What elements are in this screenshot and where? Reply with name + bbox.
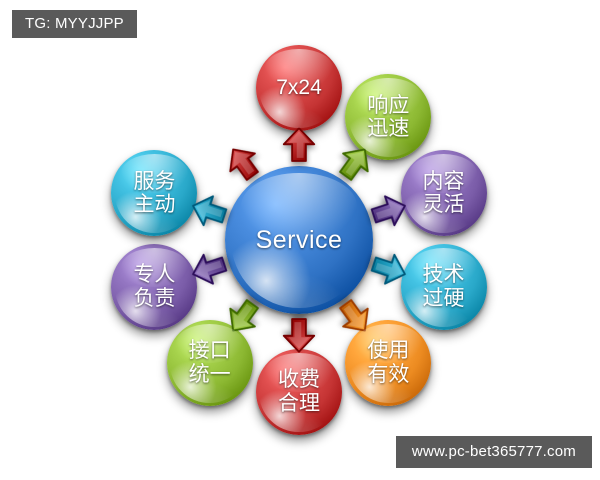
node-tech-strong[interactable]: 技术 过硬 — [400, 243, 487, 330]
node-7x24[interactable]: 7x24 — [256, 45, 342, 131]
arrow-icon-fee-fair — [280, 316, 318, 354]
node-content-flex[interactable]: 内容 灵活 — [400, 150, 487, 237]
node-label: 使用 有效 — [367, 339, 410, 386]
node-api-unified[interactable]: 接口 统一 — [166, 319, 253, 406]
arrow-icon-service-active — [185, 187, 233, 235]
node-label: 技术 过硬 — [422, 263, 465, 310]
node-label: 7x24 — [276, 76, 322, 100]
node-use-effective[interactable]: 使用 有效 — [345, 319, 432, 406]
node-person-resp[interactable]: 专人 负责 — [111, 243, 198, 330]
arrow-icon-tech-strong — [365, 245, 413, 293]
center-label: Service — [255, 226, 343, 254]
arrow-icon-top-red-left — [217, 137, 270, 190]
node-label: 接口 统一 — [188, 339, 231, 386]
node-label: 专人 负责 — [133, 263, 176, 310]
node-fee-fair[interactable]: 收费 合理 — [256, 349, 342, 435]
arrow-icon-7x24 — [280, 126, 318, 164]
arrow-icon-person-resp — [185, 245, 233, 293]
node-response-fast[interactable]: 响应 迅速 — [345, 74, 432, 161]
node-service-active[interactable]: 服务 主动 — [111, 150, 198, 237]
node-label: 内容 灵活 — [422, 169, 465, 217]
node-label: 收费 合理 — [278, 368, 320, 415]
arrow-icon-response-fast — [328, 137, 381, 190]
arrow-icon-use-effective — [328, 290, 381, 343]
node-label: 响应 迅速 — [367, 93, 410, 141]
arrow-icon-content-flex — [365, 187, 413, 235]
node-center-service[interactable]: Service — [225, 166, 373, 314]
node-label: 服务 主动 — [133, 169, 176, 217]
tg-badge: TG: MYYJJPP — [12, 10, 137, 38]
arrow-icon-api-unified — [217, 290, 270, 343]
watermark-badge: www.pc-bet365777.com — [395, 436, 592, 468]
